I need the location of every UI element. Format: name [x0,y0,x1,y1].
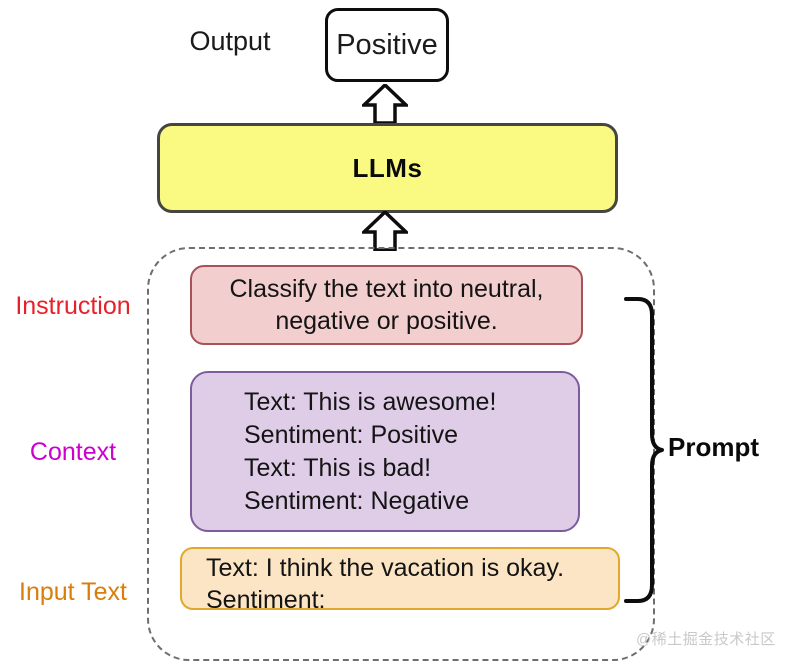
context-line-4: Sentiment: Negative [244,486,470,515]
input-text-line-1: Text: I think the vacation is okay. [206,554,565,582]
input-text-row-label: Input Text [19,578,127,606]
output-label: Output [189,26,271,56]
prompt-bracket-label: Prompt [668,432,759,462]
output-value: Positive [336,28,438,61]
prompt-to-llm-arrow [359,209,411,252]
llm-to-output-arrow [359,82,411,125]
context-box: Text: This is awesome! Sentiment: Positi… [190,371,580,532]
output-box: Positive [325,8,449,82]
prompt-brace-icon [624,295,664,605]
instruction-line-1: Classify the text into neutral, [229,274,544,303]
watermark: @稀土掘金技术社区 [636,631,776,648]
instruction-row-label: Instruction [15,292,131,320]
input-text-box: Text: I think the vacation is okay. Sent… [180,547,620,614]
instruction-box: Classify the text into neutral, negative… [190,265,583,345]
input-text-line-2: Sentiment: [206,586,326,614]
context-row-label: Context [29,438,117,466]
context-line-2: Sentiment: Positive [244,420,458,449]
llm-box: LLMs [157,123,618,213]
context-line-3: Text: This is bad! [244,453,432,482]
context-line-1: Text: This is awesome! [244,387,497,416]
llm-label: LLMs [352,152,423,183]
instruction-line-2: negative or positive. [275,307,498,335]
